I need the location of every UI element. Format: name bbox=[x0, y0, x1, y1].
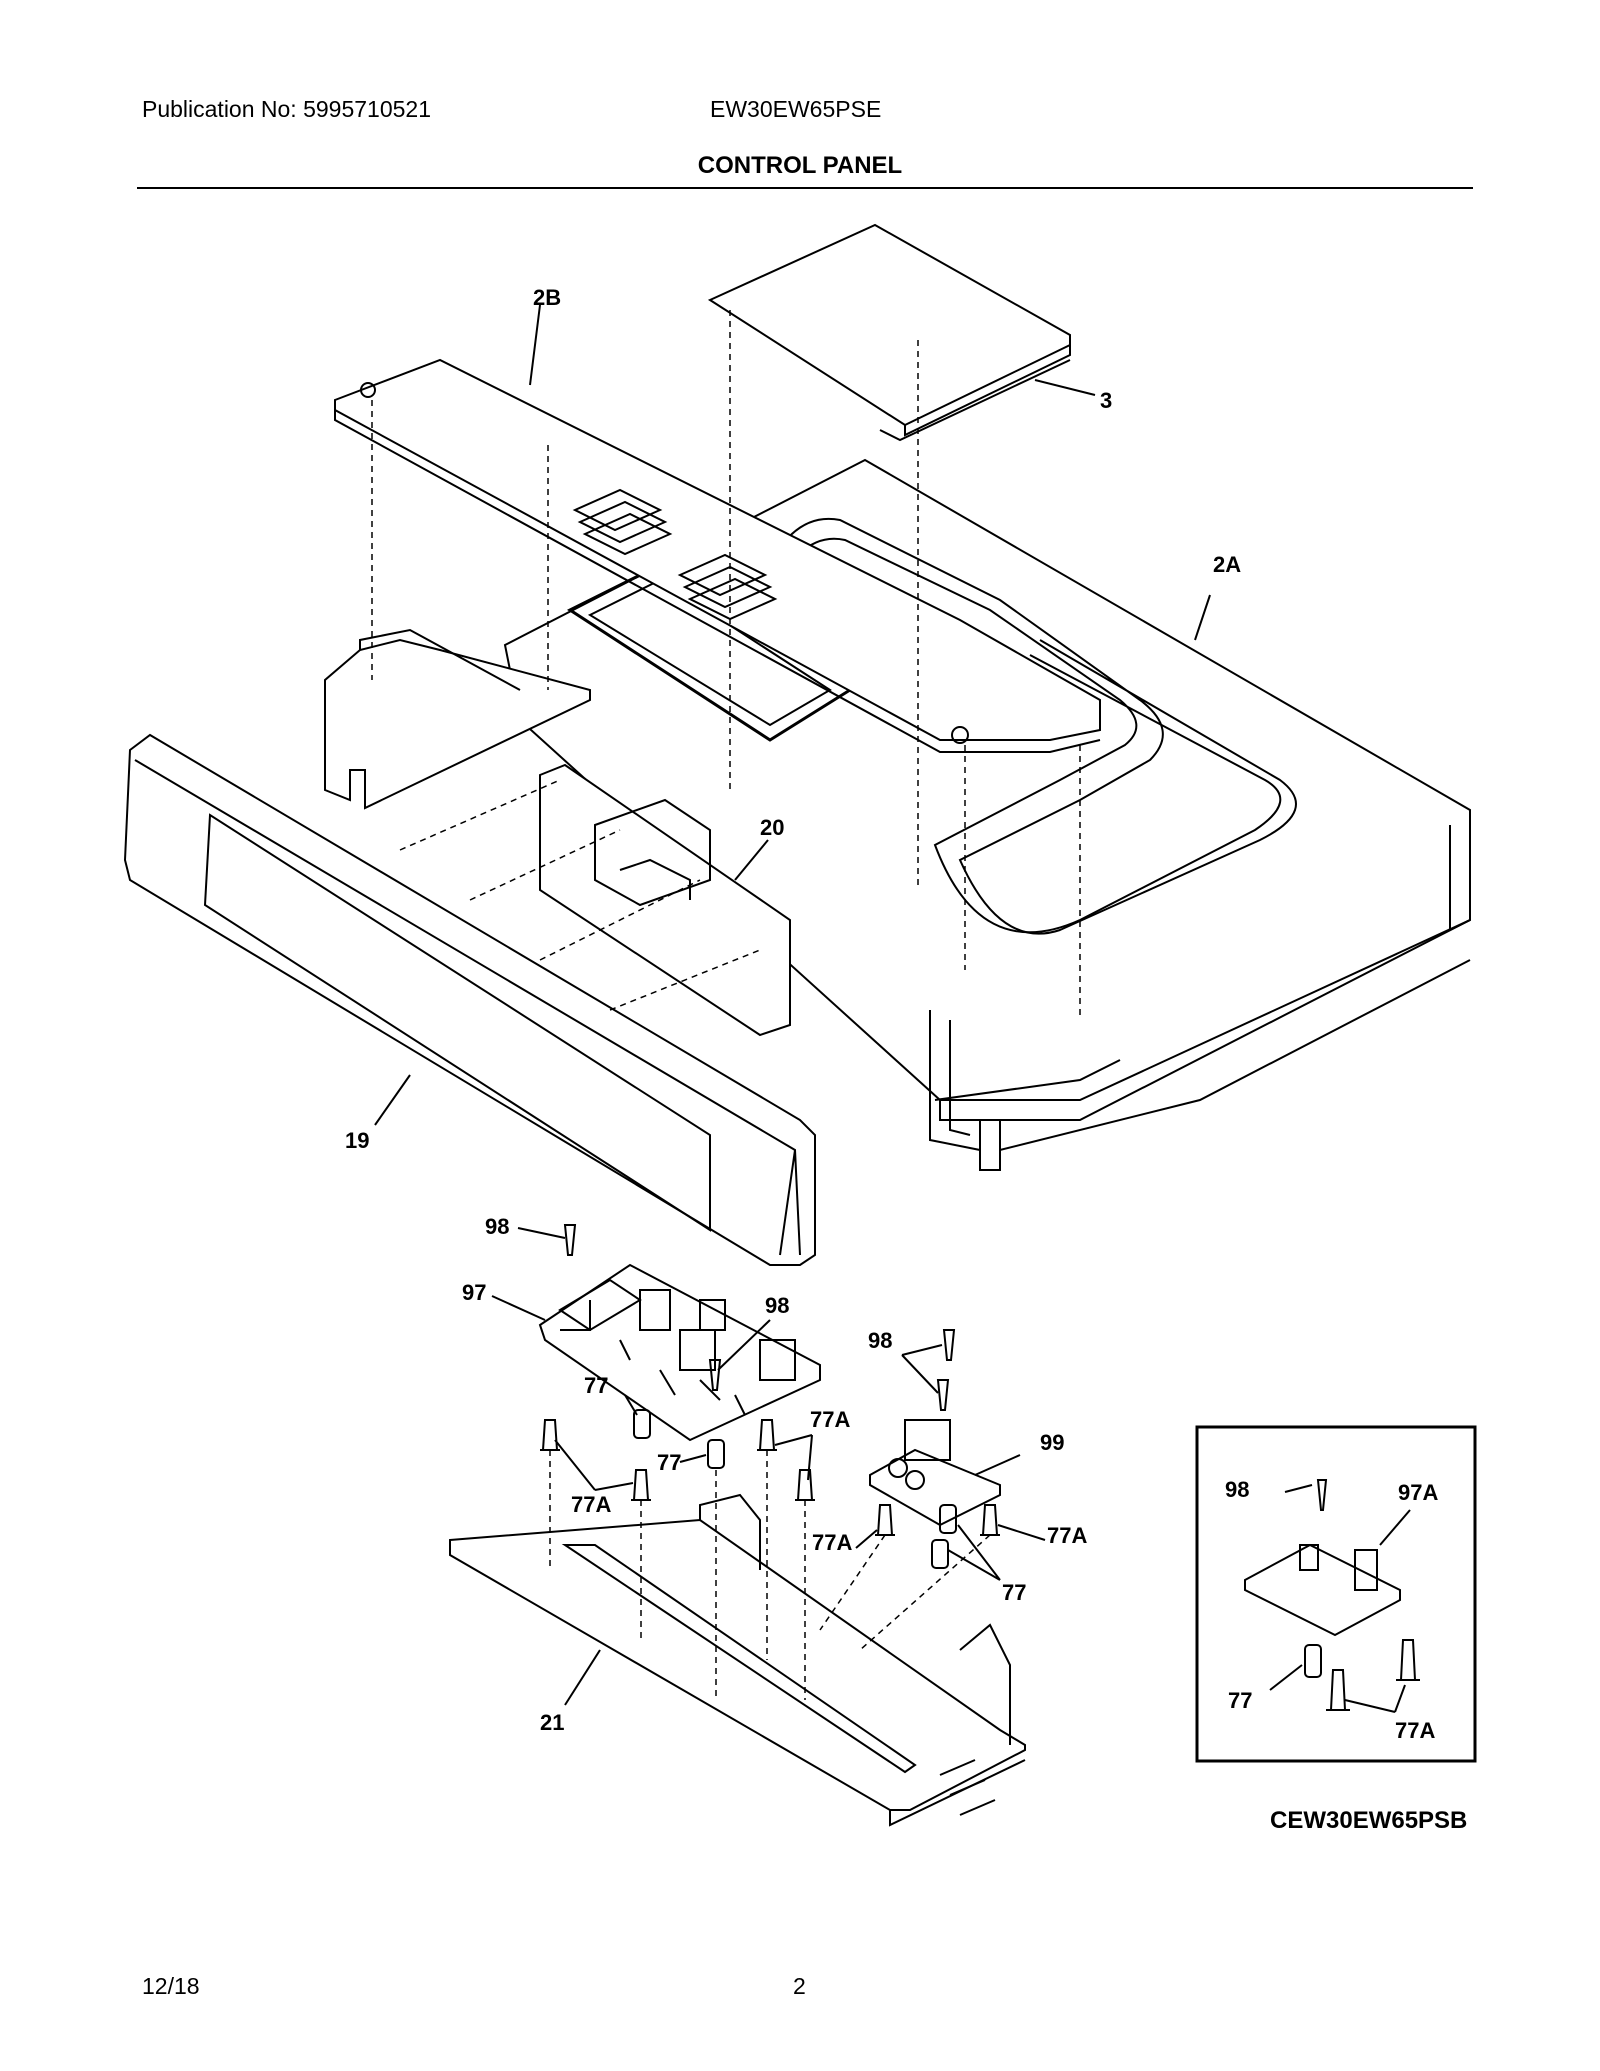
leader-lines bbox=[374, 304, 1211, 1706]
model-number: EW30EW65PSE bbox=[710, 96, 882, 122]
part-97-board bbox=[538, 1263, 821, 1442]
inset-model-code: CEW30EW65PSB bbox=[1270, 1807, 1468, 1834]
callout-98-right: 98 bbox=[868, 1328, 892, 1353]
callout-97: 97 bbox=[462, 1280, 486, 1305]
callout-77A-upper: 77A bbox=[810, 1407, 850, 1432]
assembly-lines bbox=[371, 310, 1081, 1700]
part-99-board bbox=[869, 1419, 1001, 1527]
part-2B-bracket bbox=[324, 358, 1101, 810]
footer-date: 12/18 bbox=[142, 1973, 200, 1999]
part-3-cover bbox=[707, 223, 1071, 442]
callout-21: 21 bbox=[540, 1710, 564, 1735]
callout-99: 99 bbox=[1040, 1430, 1064, 1455]
part-19-panel-front bbox=[123, 733, 816, 1266]
page-number: 2 bbox=[793, 1973, 806, 1999]
callout-77A-lower: 77A bbox=[812, 1530, 852, 1555]
callout-77A-right: 77A bbox=[1047, 1523, 1087, 1548]
callout-77-mid: 77 bbox=[657, 1450, 681, 1475]
callout-77-left: 77 bbox=[584, 1373, 608, 1398]
callout-2A: 2A bbox=[1213, 552, 1241, 577]
inset-callout-77: 77 bbox=[1228, 1688, 1252, 1713]
title-rule bbox=[137, 187, 1473, 189]
part-20-board bbox=[539, 763, 791, 1037]
callout-19: 19 bbox=[345, 1128, 369, 1153]
callout-3: 3 bbox=[1100, 388, 1112, 413]
callout-98-board: 98 bbox=[765, 1293, 789, 1318]
standoff-77-icons bbox=[633, 1409, 957, 1569]
page-title: CONTROL PANEL bbox=[697, 152, 903, 179]
callout-2B: 2B bbox=[533, 285, 561, 310]
inset-callout-77A: 77A bbox=[1395, 1718, 1435, 1743]
inset-callout-98: 98 bbox=[1225, 1477, 1249, 1502]
inset-callout-97A: 97A bbox=[1398, 1480, 1438, 1505]
callout-98-upper: 98 bbox=[485, 1214, 509, 1239]
part-21-tray bbox=[449, 1493, 1026, 1827]
support-77A-icons bbox=[540, 1419, 1000, 1536]
publication-number: Publication No: 5995710521 bbox=[142, 96, 432, 122]
callout-77-right: 77 bbox=[1002, 1580, 1026, 1605]
callout-77A-left: 77A bbox=[571, 1492, 611, 1517]
screw-98-icons bbox=[563, 1224, 956, 1411]
inset-variant bbox=[1195, 1425, 1477, 1763]
callout-20: 20 bbox=[760, 815, 784, 840]
